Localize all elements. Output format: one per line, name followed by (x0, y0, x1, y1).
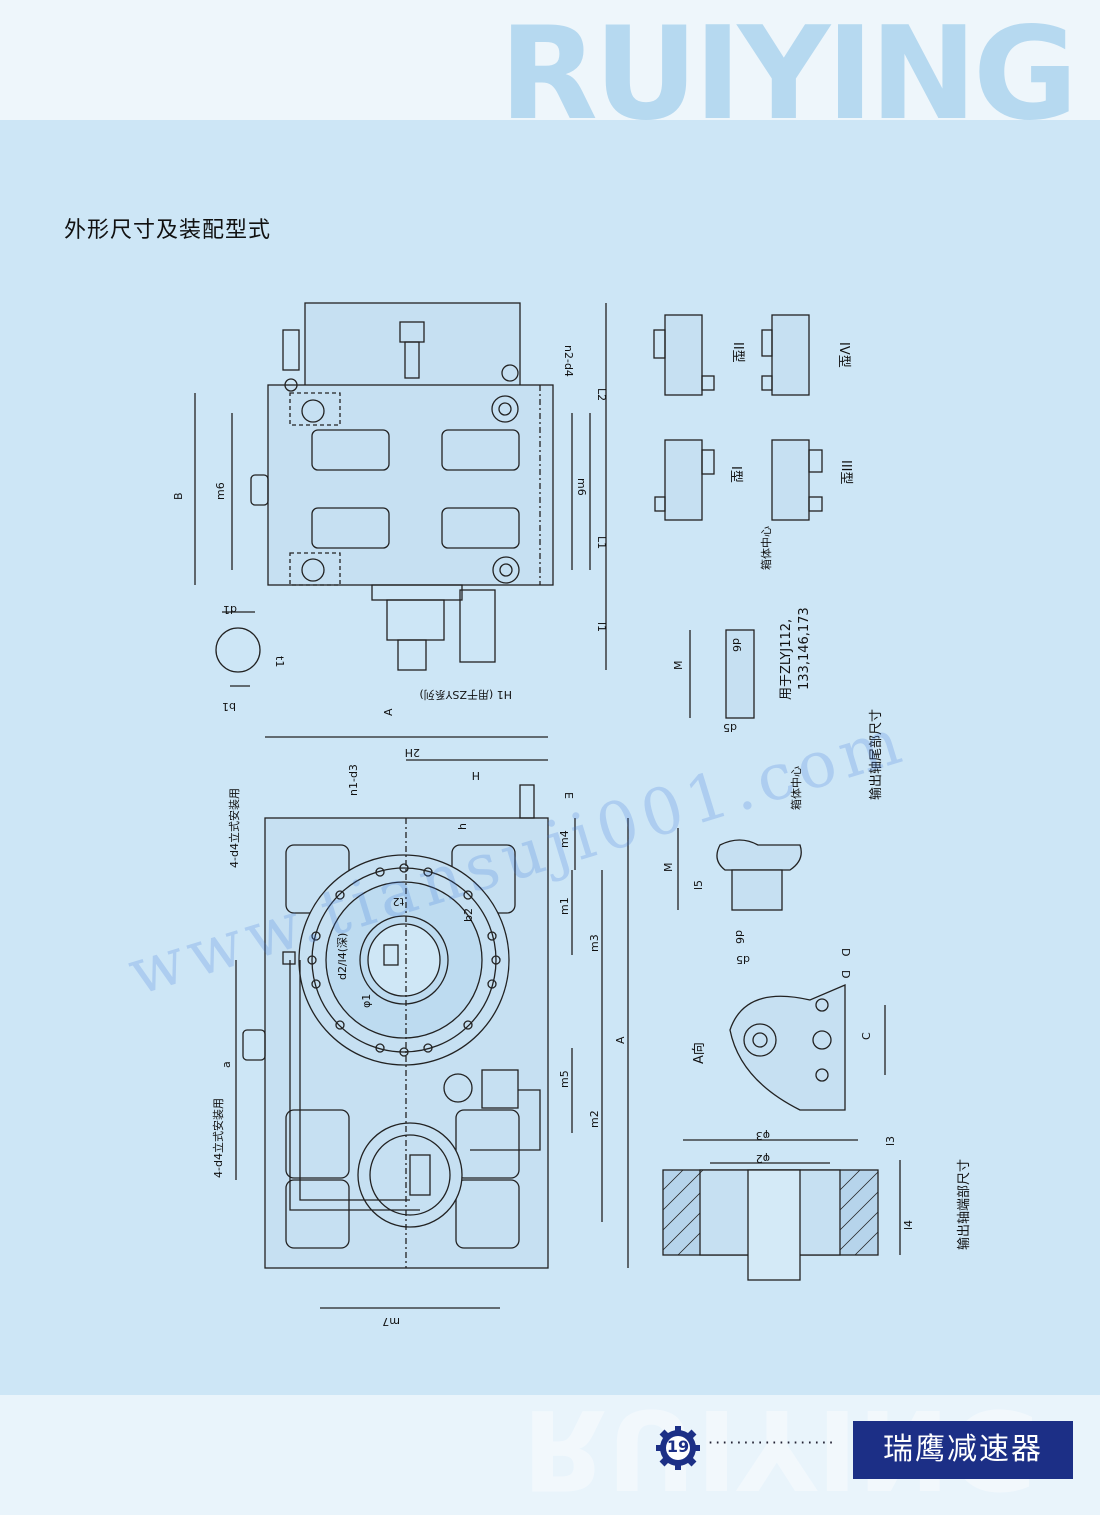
svg-text:d2/l4(深): d2/l4(深) (336, 933, 349, 980)
svg-text:b1: b1 (222, 700, 236, 713)
page-header: RUIYING (0, 0, 1100, 149)
svg-text:A向: A向 (691, 1042, 707, 1064)
svg-text:I型: I型 (728, 466, 743, 483)
section-title: 外形尺寸及装配型式 (64, 218, 272, 243)
svg-text:箱体中心: 箱体中心 (759, 526, 773, 570)
page-number-badge: 19 (656, 1426, 700, 1470)
svg-text:C: C (860, 1032, 873, 1040)
svg-text:φ2: φ2 (756, 1152, 770, 1165)
svg-text:A: A (382, 708, 395, 716)
svg-text:M: M (662, 863, 675, 873)
svg-text:l4: l4 (902, 1220, 915, 1230)
svg-text:l1: l1 (595, 622, 608, 632)
svg-text:H: H (472, 769, 480, 782)
svg-text:d5: d5 (723, 721, 737, 734)
svg-text:D: D (839, 970, 852, 978)
svg-text:L1: L1 (595, 536, 608, 549)
svg-text:m4: m4 (558, 830, 571, 848)
svg-text:φ3: φ3 (756, 1129, 770, 1142)
svg-text:m3: m3 (588, 934, 601, 952)
svg-text:4-d4立式安装用: 4-d4立式安装用 (227, 788, 241, 868)
svg-text:h: h (456, 823, 469, 830)
svg-text:a: a (220, 1061, 233, 1068)
svg-text:b2: b2 (462, 908, 475, 922)
footer-brand: 瑞鹰减速器 (853, 1421, 1073, 1479)
svg-text:H1 (用于ZSY系列): H1 (用于ZSY系列) (419, 688, 512, 702)
svg-text:m6: m6 (575, 478, 588, 496)
footer-dots: ·················· (708, 1433, 836, 1452)
svg-text:4-d4立式安装用: 4-d4立式安装用 (211, 1098, 225, 1178)
svg-text:E: E (562, 792, 575, 799)
svg-text:A: A (614, 1036, 627, 1044)
svg-text:φ1: φ1 (360, 994, 373, 1008)
svg-text:d5: d5 (736, 953, 750, 966)
svg-text:d1: d1 (223, 603, 237, 616)
svg-text:II型: II型 (730, 342, 745, 363)
svg-text:B: B (172, 492, 185, 500)
svg-text:m1: m1 (558, 897, 571, 915)
svg-text:M: M (672, 661, 685, 671)
page-number: 19 (666, 1437, 690, 1456)
svg-text:n2-d4: n2-d4 (562, 345, 575, 377)
svg-text:m6: m6 (214, 482, 227, 500)
svg-text:l5: l5 (692, 880, 705, 890)
svg-text:输出轴端部尺寸: 输出轴端部尺寸 (956, 1159, 972, 1250)
svg-text:l3: l3 (884, 1136, 897, 1146)
content-band (0, 120, 1100, 1395)
svg-text:IV型: IV型 (836, 342, 851, 368)
svg-text:133,146,173: 133,146,173 (797, 607, 812, 690)
svg-text:D: D (839, 948, 852, 956)
svg-text:L2: L2 (595, 388, 608, 401)
svg-text:III型: III型 (838, 460, 853, 485)
svg-text:箱体中心: 箱体中心 (789, 766, 803, 810)
svg-text:m2: m2 (588, 1110, 601, 1128)
svg-text:2H: 2H (405, 746, 420, 759)
svg-text:m5: m5 (558, 1070, 571, 1088)
svg-text:n1-d3: n1-d3 (347, 764, 360, 796)
svg-text:t2: t2 (393, 895, 404, 908)
svg-text:d6: d6 (733, 930, 746, 944)
gearbox-top-body (267, 384, 554, 586)
svg-text:t1: t1 (273, 656, 286, 667)
motor-housing (304, 302, 521, 389)
svg-text:输出轴尾部尺寸: 输出轴尾部尺寸 (868, 709, 884, 800)
svg-text:d6: d6 (730, 638, 743, 652)
svg-text:m7: m7 (382, 1315, 400, 1328)
gear-icon (656, 1426, 700, 1470)
svg-text:用于ZLYJ112,: 用于ZLYJ112, (779, 619, 794, 700)
